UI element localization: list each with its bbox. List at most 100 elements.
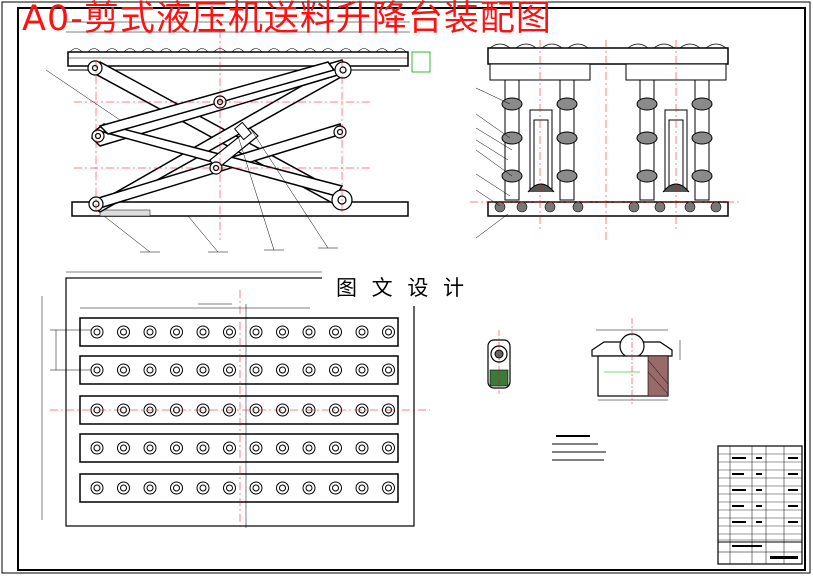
roller-inner [332,328,339,336]
roller-inner [279,484,286,492]
roller-inner [305,328,313,336]
end-view-leaders [475,87,513,239]
roller-outer [90,441,104,455]
detail-bearing-view [487,330,511,394]
leader-lines [45,69,338,253]
roller-outer [223,363,236,377]
roller-inner [93,444,101,452]
roller-outer [223,441,236,455]
plan-view-centerlines [50,290,430,530]
watermark-label: 图 文 设 计 [322,270,482,306]
roller-inner [199,328,207,336]
roller-inner [199,484,207,492]
roller-inner [385,484,392,492]
roller-inner [226,328,233,336]
roller-inner [146,328,154,336]
plan-view [41,271,415,528]
roller-outer [329,325,342,339]
end-view-top-plate [487,47,729,65]
roller-outer [355,363,369,377]
roller-outer [90,363,104,377]
roller-inner [332,444,339,452]
roller-outer [117,363,130,377]
roller-outer [117,325,130,339]
roller-inner [120,328,127,336]
roller-outer [170,441,183,455]
roller-outer [276,481,289,495]
roller-outer [90,481,104,495]
roller-inner [146,444,154,452]
detail-ball-transfer-section [591,318,681,404]
top-platform [67,51,409,67]
roller-outer [276,363,289,377]
roller-inner [332,484,339,492]
roller-outer [196,363,210,377]
roller-inner [358,366,366,374]
roller-inner [252,366,260,374]
scissor-arms [86,59,352,213]
roller-inner [385,366,392,374]
roller-inner [252,328,260,336]
roller-outer [382,481,395,495]
roller-outer [302,325,316,339]
roller-outer [329,363,342,377]
roller-outer [223,325,236,339]
roller-outer [117,441,130,455]
scissor-side-view [45,21,431,253]
roller-inner [305,444,313,452]
roller-outer [196,441,210,455]
roller-inner [199,444,207,452]
roller-outer [143,325,157,339]
roller-outer [329,441,342,455]
roller-outer [355,325,369,339]
roller-inner [93,328,101,336]
roller-inner [93,484,101,492]
roller-outer [382,363,395,377]
roller-outer [355,441,369,455]
roller-outer [382,325,395,339]
roller-inner [226,366,233,374]
roller-inner [252,484,260,492]
end-view-centerlines [470,40,740,240]
roller-inner [120,484,127,492]
roller-inner [358,444,366,452]
roller-outer [276,441,289,455]
roller-inner [279,328,286,336]
roller-inner [199,366,207,374]
dimension-box [411,51,431,73]
roller-outer [276,325,289,339]
roller-inner [226,444,233,452]
roller-inner [332,366,339,374]
roller-inner [146,366,154,374]
roller-inner [226,484,233,492]
roller-inner [173,444,180,452]
inner-border [17,7,806,571]
roller-outer [302,481,316,495]
roller-inner [173,328,180,336]
roller-outer [249,325,263,339]
roller-outer [249,363,263,377]
roller-outer [90,325,104,339]
roller-inner [358,484,366,492]
end-view-column-group-left [501,79,578,201]
side-view-centerlines [74,30,370,240]
roller-outer [196,325,210,339]
roller-inner [120,366,127,374]
roller-outer [143,441,157,455]
roller-inner [173,366,180,374]
roller-inner [358,328,366,336]
roller-inner [385,444,392,452]
roller-inner [93,366,101,374]
technical-notes [552,435,606,461]
roller-outer [143,481,157,495]
roller-inner [279,444,286,452]
roller-inner [252,444,260,452]
roller-outer [170,325,183,339]
roller-inner [305,484,313,492]
roller-outer [170,363,183,377]
roller-inner [120,444,127,452]
roller-outer [223,481,236,495]
roller-inner [173,484,180,492]
